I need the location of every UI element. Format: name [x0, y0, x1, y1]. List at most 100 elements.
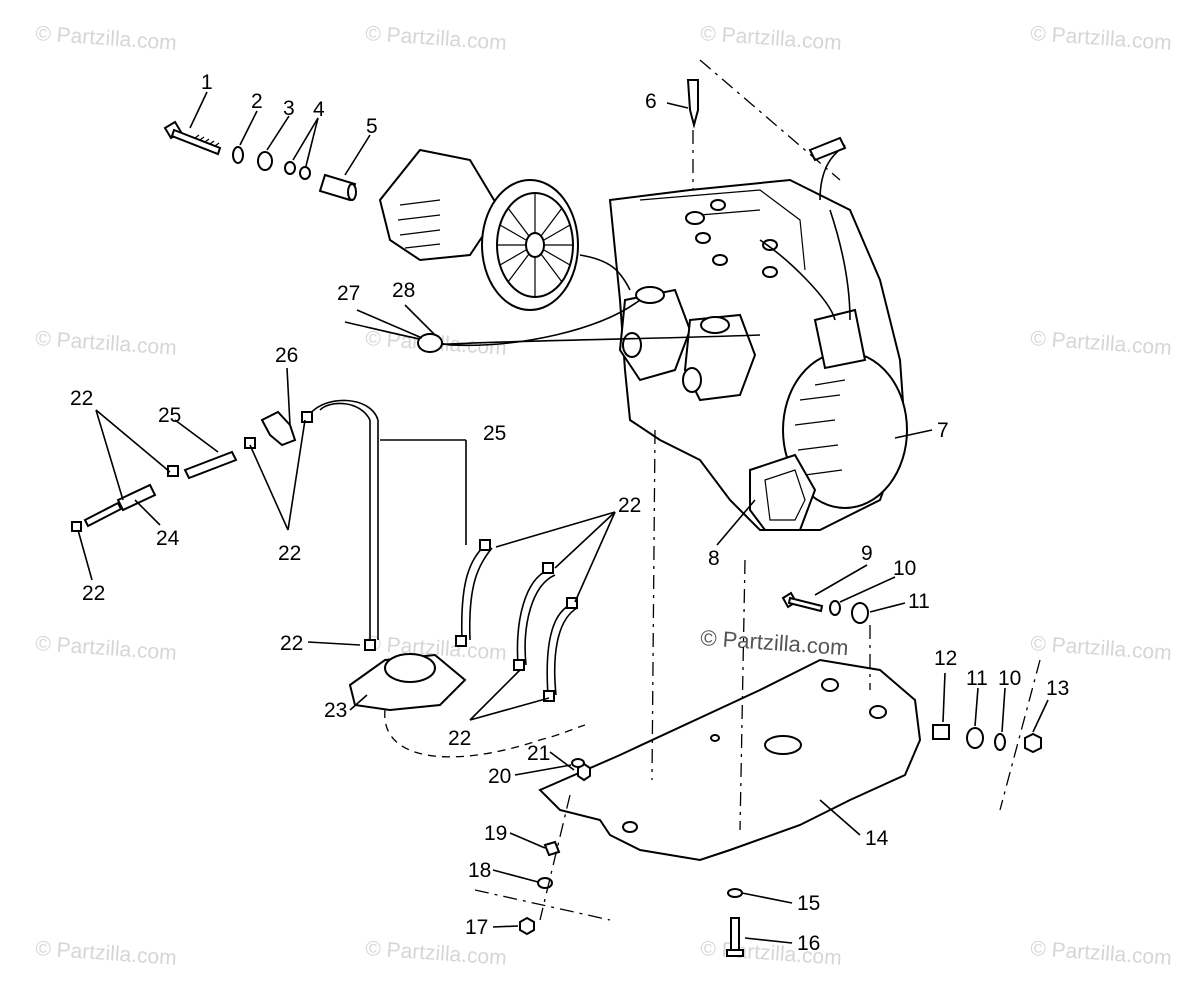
head-bolt	[710, 199, 726, 211]
mount-hardware-right	[781, 591, 1042, 754]
bushing-11b	[966, 727, 984, 749]
bolt-9-shank	[787, 596, 824, 613]
spacer-end	[347, 183, 357, 201]
watermark: © Partzilla.com	[35, 632, 178, 665]
fuel-hose	[183, 450, 238, 480]
filter-hose	[83, 501, 123, 528]
watermark: © Partzilla.com	[700, 22, 843, 55]
washer-18	[537, 877, 553, 889]
callout-25: 25	[158, 404, 181, 427]
callout-9: 9	[861, 542, 873, 565]
watermark: © Partzilla.com	[35, 22, 178, 55]
washer-10b	[994, 733, 1006, 751]
washer-20	[571, 758, 585, 768]
callout-20: 20	[488, 765, 511, 788]
carb-top	[700, 316, 730, 334]
nut-17	[519, 916, 535, 936]
watermark: © Partzilla.com	[700, 937, 843, 970]
callout-17: 17	[465, 916, 488, 939]
callout-26: 26	[275, 344, 298, 367]
mount-hardware-left	[519, 758, 744, 957]
bushing-11	[851, 602, 869, 624]
cable-line	[344, 299, 641, 347]
bolt-threads	[194, 134, 220, 147]
mount-19	[543, 840, 561, 857]
watermark: © Partzilla.com	[365, 937, 508, 970]
callout-4: 4	[313, 98, 325, 121]
skid-plate-hole	[764, 735, 802, 755]
hose-clamp	[479, 539, 491, 551]
centerline	[699, 59, 841, 181]
callout-22b: 22	[82, 582, 105, 605]
callout-16: 16	[797, 932, 820, 955]
hose-clamp	[542, 562, 554, 574]
hose-clamp	[244, 437, 256, 449]
callout-8: 8	[708, 547, 720, 570]
watermark: © Partzilla.com	[1030, 632, 1173, 665]
nut-13	[1024, 732, 1042, 754]
head-bolt	[762, 239, 778, 251]
bolt-shank	[170, 128, 222, 156]
spacer-12	[932, 724, 950, 740]
callout-18: 18	[468, 859, 491, 882]
callout-1: 1	[201, 71, 213, 94]
fuel-line-3	[546, 604, 578, 696]
callout-2: 2	[251, 90, 263, 113]
skid-plate-hole-5	[622, 821, 638, 833]
centerline	[739, 559, 746, 831]
fuel-line-2	[516, 569, 556, 666]
centerline	[651, 429, 656, 781]
callout-21: 21	[527, 742, 550, 765]
callout-15: 15	[797, 892, 820, 915]
callout-24: 24	[156, 527, 180, 550]
bolt-assembly	[163, 120, 357, 202]
watermark: © Partzilla.com	[1030, 937, 1173, 970]
hose-clamp	[543, 690, 555, 702]
watermark: © Partzilla.com	[35, 327, 178, 360]
fuel-system	[71, 399, 586, 758]
fuel-filter	[116, 483, 157, 512]
carburetor-left	[618, 288, 692, 382]
watermark: © Partzilla.com	[35, 937, 178, 970]
callout-28: 28	[392, 279, 415, 302]
hose-clamp	[301, 411, 313, 423]
callout-22c: 22	[618, 494, 641, 517]
skid-plate-body	[538, 658, 922, 862]
callout-27: 27	[337, 282, 360, 305]
cable-line-2	[429, 334, 761, 346]
callout-10b: 10	[998, 667, 1021, 690]
head-bolt	[685, 211, 705, 225]
callout-19: 19	[484, 822, 507, 845]
hose-clamp	[71, 521, 82, 532]
pulley-spokes	[497, 193, 573, 297]
callout-25b: 25	[483, 422, 506, 445]
hose-clamp	[513, 659, 525, 671]
bolt-16	[730, 917, 740, 954]
spark-plug	[686, 79, 699, 129]
fuel-valve	[260, 410, 297, 447]
skid-plate	[538, 658, 922, 862]
skid-plate-hole-2	[821, 678, 839, 692]
drive-clutch	[378, 148, 579, 311]
handle-grip	[764, 469, 806, 521]
fuel-pump-dome	[384, 653, 436, 683]
watermark-center: © Partzilla.com	[700, 625, 850, 660]
carb-inlet	[682, 367, 702, 393]
callout-14: 14	[865, 827, 889, 850]
carb-inlet	[622, 332, 642, 358]
skid-plate-hole-3	[869, 705, 887, 719]
return-line	[384, 709, 586, 758]
fuel-line-1	[460, 544, 493, 641]
head-bolt	[762, 266, 778, 278]
fuel-line-vertical	[369, 420, 379, 640]
cable-clamp	[417, 333, 443, 353]
callout-10: 10	[893, 557, 916, 580]
fuel-line-top	[309, 399, 379, 421]
callout-11: 11	[908, 590, 930, 613]
starter-fins	[794, 379, 846, 476]
callout-5: 5	[366, 115, 378, 138]
callout-11b: 11	[966, 667, 988, 690]
skid-plate-hole-4	[710, 734, 720, 742]
callout-22d: 22	[280, 632, 303, 655]
